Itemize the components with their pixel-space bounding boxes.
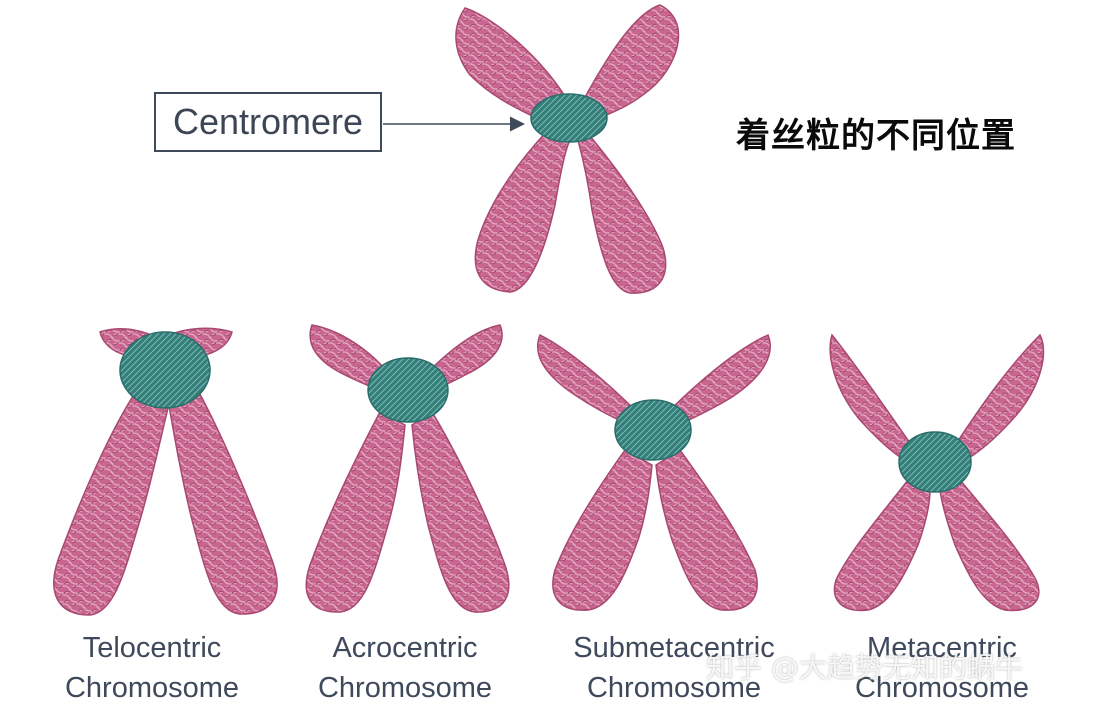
caption-telocentric: Telocentric Chromosome (32, 628, 272, 708)
centromere (614, 399, 692, 461)
chromosome-arm (951, 333, 1045, 463)
caption-line1: Telocentric (82, 632, 222, 664)
chromosome-arm (474, 129, 572, 293)
chinese-title: 着丝粒的不同位置 (736, 116, 1016, 156)
chromosome-arm (552, 449, 653, 611)
chromosome-arm (167, 383, 278, 615)
centromere (898, 431, 972, 493)
metacentric-chromosome (829, 333, 1045, 612)
caption-line1: Submetacentric (573, 632, 775, 664)
chromosome-arm (577, 128, 667, 294)
top-chromosome (455, 4, 680, 294)
chromosome-arm (305, 410, 406, 613)
telocentric-chromosome (53, 327, 278, 616)
caption-acrocentric: Acrocentric Chromosome (285, 628, 525, 708)
chromosome-arm (455, 7, 577, 126)
caption-line2: Chromosome (317, 672, 493, 704)
submetacentric-chromosome (536, 333, 771, 611)
caption-line2: Chromosome (64, 672, 240, 704)
caption-line1: Metacentric (867, 632, 1017, 664)
centromere (119, 331, 211, 409)
chromosome-arm (664, 333, 771, 429)
chromosome-arm (655, 448, 758, 611)
caption-line1: Acrocentric (332, 632, 478, 664)
acrocentric-chromosome (305, 324, 510, 613)
chromosome-arm (411, 410, 510, 613)
caption-line2: Chromosome (854, 672, 1030, 704)
chromosome-arm (939, 479, 1040, 612)
watermark: 知乎 @大趋势无知的蜗牛 (706, 651, 1023, 684)
chromosome-arm (573, 4, 680, 123)
chromosome-arm (536, 333, 641, 430)
centromere-label-box: Centromere (154, 92, 382, 152)
caption-submetacentric: Submetacentric Chromosome (554, 628, 794, 708)
chromosome-arm (829, 333, 916, 464)
chromosome-arm (833, 479, 931, 612)
centromere-label: Centromere (172, 101, 364, 142)
centromere (530, 93, 608, 143)
caption-metacentric: Metacentric Chromosome (822, 628, 1062, 708)
centromere (367, 357, 449, 423)
chromosome-arm (53, 384, 171, 616)
caption-line2: Chromosome (586, 672, 762, 704)
